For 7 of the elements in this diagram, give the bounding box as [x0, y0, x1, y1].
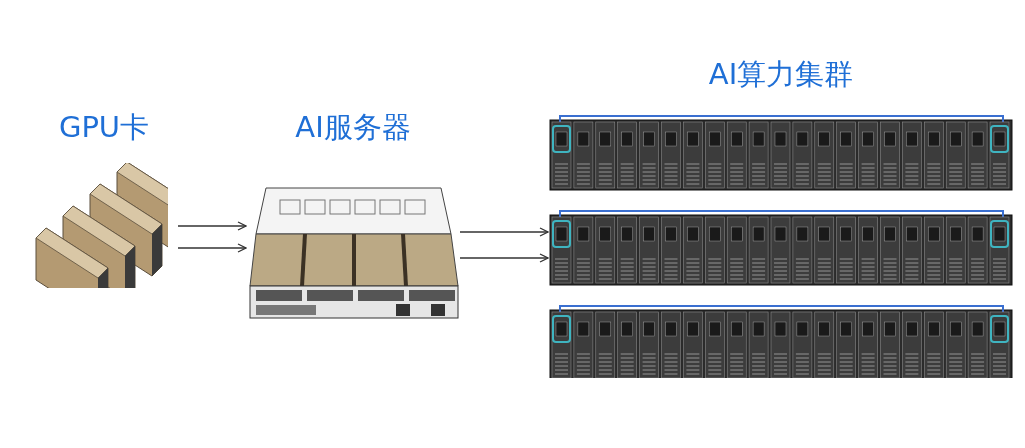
arrow	[459, 227, 549, 237]
arrow	[177, 221, 247, 231]
heading: AI算力集群	[708, 57, 854, 91]
arrow	[459, 253, 549, 263]
arrow	[177, 243, 247, 253]
heading: GPU卡	[58, 110, 150, 144]
heading: AI服务器	[295, 110, 411, 144]
